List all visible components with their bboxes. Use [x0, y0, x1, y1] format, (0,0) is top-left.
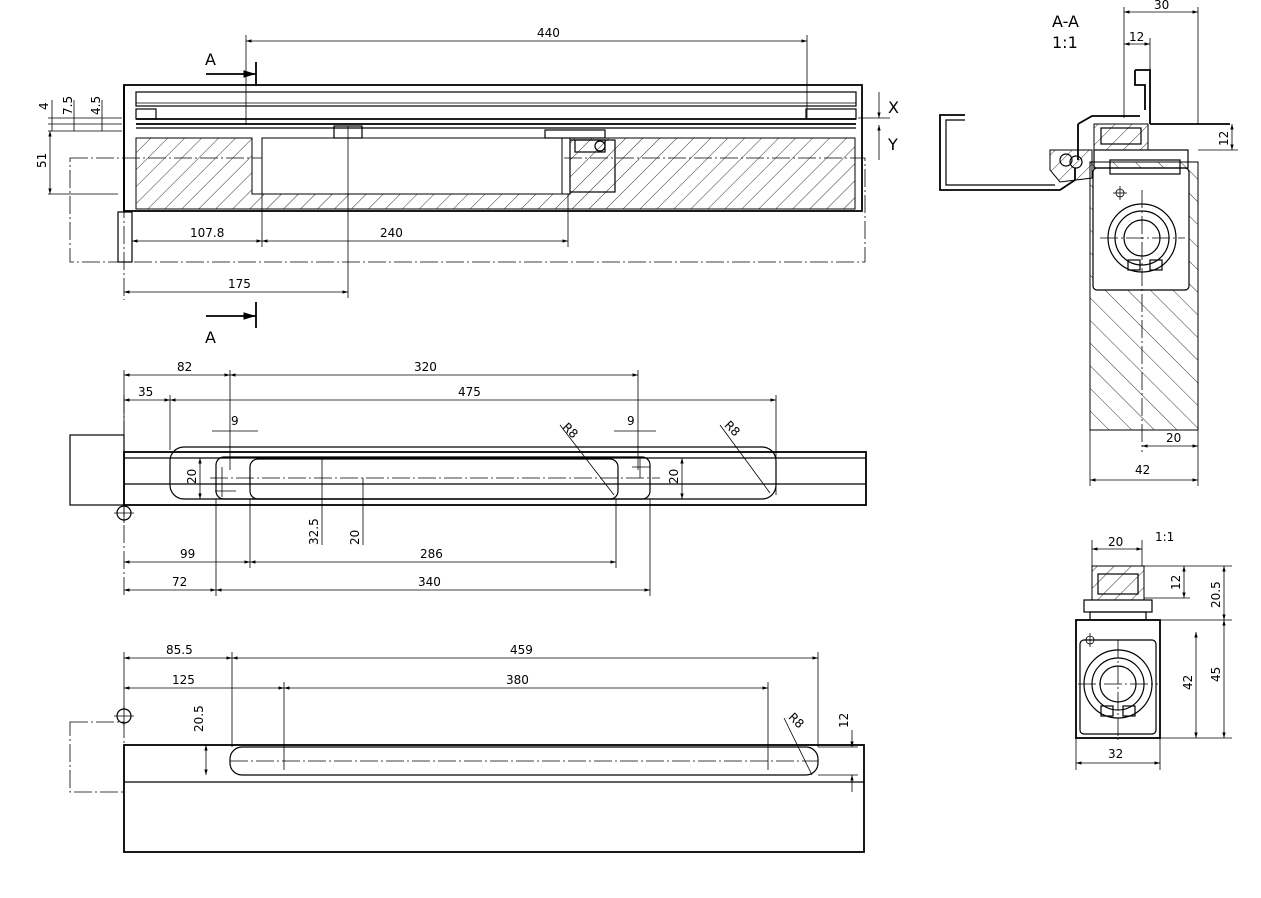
detail-dim-12: 12 — [1169, 575, 1183, 590]
dim-7-5: 7.5 — [61, 96, 75, 115]
detail-dim-42: 42 — [1181, 675, 1195, 690]
section-dim-20: 20 — [1166, 431, 1181, 445]
cut-marker-top: A — [205, 50, 216, 69]
section-name: A-A — [1052, 12, 1079, 31]
dim-9-right: 9 — [627, 414, 635, 428]
radius-r8-b: R8 — [722, 418, 743, 439]
dim-320: 320 — [414, 360, 437, 374]
dim-380: 380 — [506, 673, 529, 687]
section-dim-42: 42 — [1135, 463, 1150, 477]
detail-scale: 1:1 — [1155, 530, 1174, 544]
dim-475: 475 — [458, 385, 481, 399]
section-view: A-A 1:1 30 12 — [939, 0, 1238, 486]
detail-dim-32: 32 — [1108, 747, 1123, 761]
dim-82: 82 — [177, 360, 192, 374]
dim-35: 35 — [138, 385, 153, 399]
dim-12-bottom: 12 — [837, 713, 851, 728]
dim-107-8: 107.8 — [190, 226, 224, 240]
bottom-view: 85.5 459 125 380 20.5 R8 12 — [69, 643, 865, 853]
mounting-plate — [169, 446, 777, 500]
detail-view: 1:1 20 12 20.5 42 45 — [1075, 530, 1232, 770]
dim-440: 440 — [537, 26, 560, 40]
dim-72: 72 — [172, 575, 187, 589]
detail-dim-20-5: 20.5 — [1209, 581, 1223, 608]
dim-286: 286 — [420, 547, 443, 561]
dim-20-right: 20 — [667, 469, 681, 484]
dim-20-left: 20 — [185, 469, 199, 484]
end-block — [69, 434, 125, 506]
dim-20-center: 20 — [348, 530, 362, 545]
dim-85-5: 85.5 — [166, 643, 193, 657]
end-block-bottom — [69, 721, 125, 793]
dim-4: 4 — [37, 102, 51, 110]
dim-32-5: 32.5 — [307, 518, 321, 545]
middle-view: 82 320 35 475 9 9 R8 R8 20 20 32.5 20 99… — [69, 360, 867, 596]
marker-x: X — [888, 98, 899, 117]
radius-r8-a: R8 — [560, 420, 581, 441]
dim-9-left: 9 — [231, 414, 239, 428]
dim-99: 99 — [180, 547, 195, 561]
detail-dim-45: 45 — [1209, 667, 1223, 682]
dim-175: 175 — [228, 277, 251, 291]
slot — [249, 458, 619, 500]
housing-cutout — [261, 137, 563, 195]
section-dim-12-top: 12 — [1129, 30, 1144, 44]
section-dim-12-right: 12 — [1217, 131, 1231, 146]
dim-459: 459 — [510, 643, 533, 657]
section-dim-30: 30 — [1154, 0, 1169, 12]
dim-125: 125 — [172, 673, 195, 687]
top-view: 440 4 7.5 4.5 51 107.8 240 175 A A — [35, 26, 899, 347]
section-scale: 1:1 — [1052, 33, 1078, 52]
dim-240: 240 — [380, 226, 403, 240]
dim-4-5: 4.5 — [89, 96, 103, 115]
cut-marker-bottom: A — [205, 328, 216, 347]
dim-51: 51 — [35, 153, 49, 168]
detail-dim-20: 20 — [1108, 535, 1123, 549]
marker-y: Y — [887, 135, 898, 154]
dim-20-5: 20.5 — [192, 705, 206, 732]
cover-plate — [135, 91, 857, 107]
dim-340: 340 — [418, 575, 441, 589]
housing-body — [123, 744, 865, 853]
